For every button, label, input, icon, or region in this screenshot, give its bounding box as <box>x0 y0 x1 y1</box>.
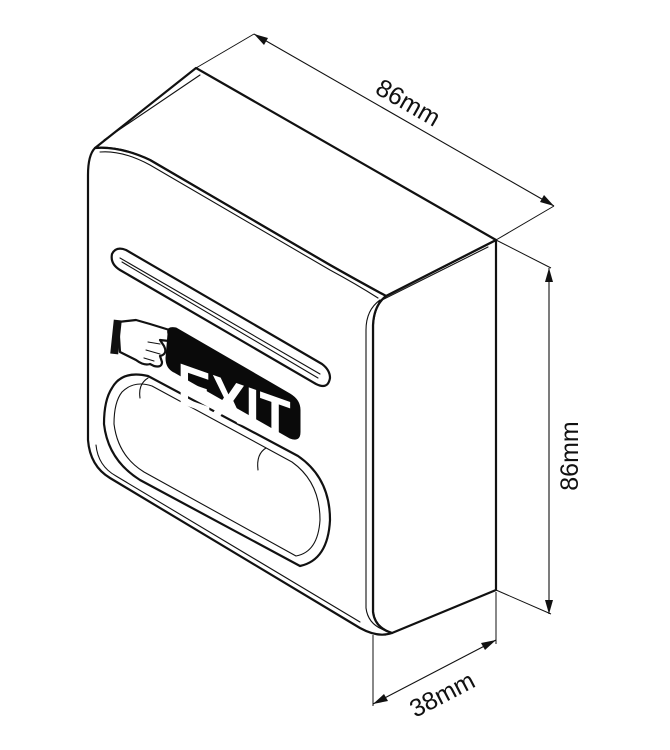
width-label: 86mm <box>371 74 445 133</box>
card-slot <box>110 247 332 388</box>
pointing-hand-icon <box>110 318 182 368</box>
exit-button-device: EXIT <box>86 66 498 636</box>
push-button <box>102 373 332 568</box>
front-bottom-inner-edge <box>95 444 361 623</box>
right-side-face <box>371 238 498 635</box>
height-label: 86mm <box>556 421 584 490</box>
depth-label: 38mm <box>405 666 480 723</box>
front-top-inner-edge <box>99 151 379 299</box>
side-bevel-edge <box>377 246 489 303</box>
height-dimension: 86mm <box>495 239 584 615</box>
top-bevel-edge <box>103 74 201 141</box>
front-side-inner-edge <box>365 299 385 631</box>
